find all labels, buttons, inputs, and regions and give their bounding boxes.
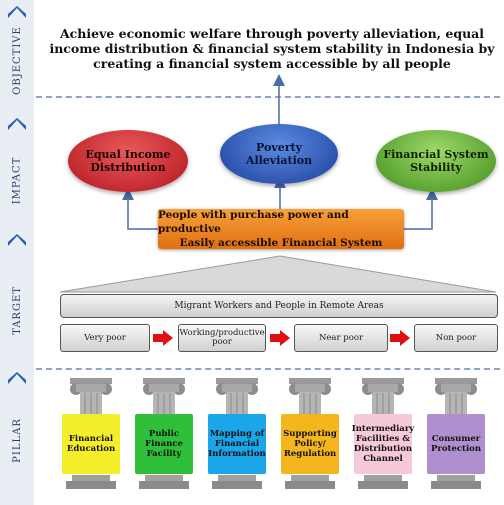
pillar-capital-icon <box>216 378 258 418</box>
pillar-capital-icon <box>362 378 404 418</box>
arrow-right-icon <box>153 330 173 350</box>
core-line1: People with purchase power and productiv… <box>158 209 349 235</box>
pillar: Mapping of Financial Information <box>206 378 268 496</box>
chevron-up-icon <box>8 118 26 130</box>
pillar-capital-icon <box>143 378 185 418</box>
section-divider <box>36 368 500 370</box>
objective-text: Achieve economic welfare through poverty… <box>49 26 495 71</box>
section-divider <box>36 96 500 98</box>
impact-equal-income-line1: Equal Income <box>85 148 171 161</box>
target-working-poor: Working/productive poor <box>178 324 266 352</box>
impact-poverty-alleviation: Poverty Alleviation <box>220 124 338 184</box>
left-rail <box>0 0 34 505</box>
pillar: Intermediary Facilities & Distribution C… <box>352 378 414 496</box>
pillar: Financial Education <box>60 378 122 496</box>
chevron-up-icon <box>8 372 26 384</box>
impact-poverty-line1: Poverty <box>256 141 302 154</box>
pillar-label: Supporting Policy/ Regulation <box>281 414 339 474</box>
chevron-up-icon <box>8 6 26 18</box>
pillar-label: Public Finance Facility <box>135 414 193 474</box>
target-near-poor: Near poor <box>294 324 388 352</box>
pillar-base-icon <box>285 474 335 489</box>
pillar: Public Finance Facility <box>133 378 195 496</box>
pillar-capital-icon <box>289 378 331 418</box>
pillar-capital-icon <box>435 378 477 418</box>
target-bar: Migrant Workers and People in Remote Are… <box>60 294 498 318</box>
pillar-base-icon <box>358 474 408 489</box>
impact-stability-line2: Stability <box>410 161 462 174</box>
pillar-base-icon <box>139 474 189 489</box>
pillar-base-icon <box>66 474 116 489</box>
core-line2: Easily accessible Financial System <box>179 237 383 249</box>
target-very-poor: Very poor <box>60 324 150 352</box>
impact-equal-income: Equal Income Distribution <box>68 130 188 192</box>
pillar: Consumer Protection <box>425 378 487 496</box>
pillar: Supporting Policy/ Regulation <box>279 378 341 496</box>
pillar-label: Financial Education <box>62 414 120 474</box>
chevron-up-icon <box>8 234 26 246</box>
impact-stability-line1: Financial System <box>383 148 489 161</box>
core-financial-system-box: People with purchase power and productiv… <box>158 209 404 249</box>
impact-financial-stability: Financial System Stability <box>376 130 496 192</box>
impact-equal-income-line2: Distribution <box>90 161 166 174</box>
arrow-right-icon <box>390 330 410 350</box>
impact-poverty-line2: Alleviation <box>245 154 313 167</box>
pillar-base-icon <box>431 474 481 489</box>
pillar-label: Consumer Protection <box>427 414 485 474</box>
pillar-capital-icon <box>70 378 112 418</box>
pillar-label: Mapping of Financial Information <box>208 414 266 474</box>
pillar-base-icon <box>212 474 262 489</box>
target-non-poor: Non poor <box>414 324 498 352</box>
arrow-right-icon <box>270 330 290 350</box>
pillar-label: Intermediary Facilities & Distribution C… <box>352 414 414 474</box>
